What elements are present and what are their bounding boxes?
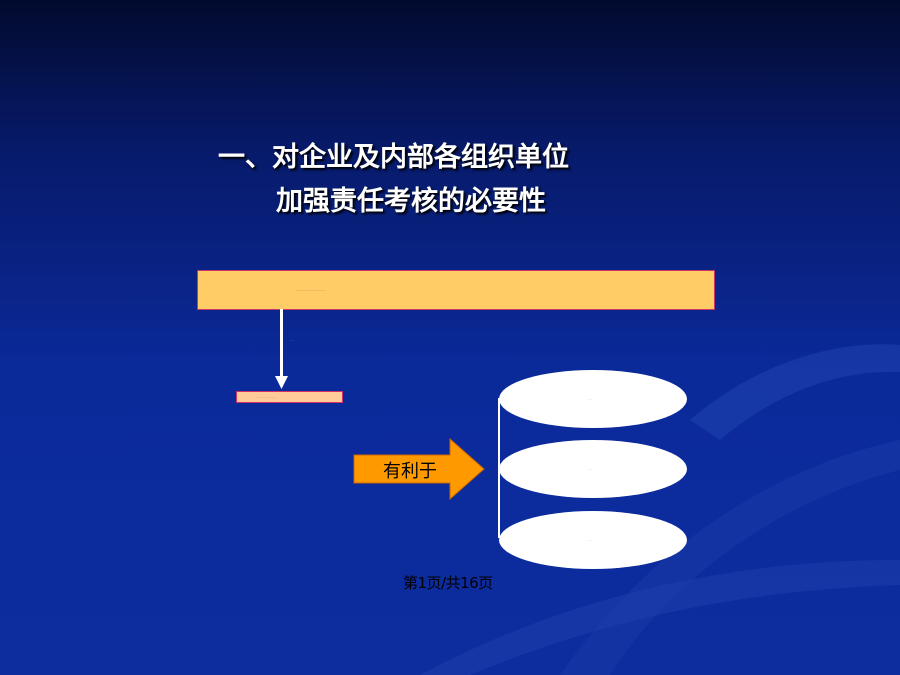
arrow-label: 有利于: [383, 461, 437, 482]
page-number: 第1页/共16页: [403, 574, 493, 592]
benefit-text-1: ……: [587, 397, 593, 401]
title-line-1: 一、对企业及内部各组织单位: [218, 142, 569, 173]
slide-title: 一、对企业及内部各组织单位 加强责任考核的必要性: [218, 136, 569, 224]
down-arrow-icon: [275, 309, 288, 389]
top-text-box: …………………………: [197, 270, 715, 310]
benefit-ellipse-2: ……: [499, 440, 687, 498]
benefit-ellipse-3: ……: [499, 511, 687, 569]
right-arrow-icon: [353, 438, 485, 500]
title-line-2: 加强责任考核的必要性: [276, 186, 546, 217]
arrow-note: …: [291, 338, 294, 342]
benefit-text-3: ……: [587, 538, 593, 542]
small-box-text: ………………: [257, 395, 275, 399]
top-box-text: …………………………: [296, 288, 326, 292]
small-text-box: ………………: [236, 391, 343, 403]
benefit-text-2: ……: [587, 467, 593, 471]
benefit-ellipse-1: ……: [499, 370, 687, 428]
